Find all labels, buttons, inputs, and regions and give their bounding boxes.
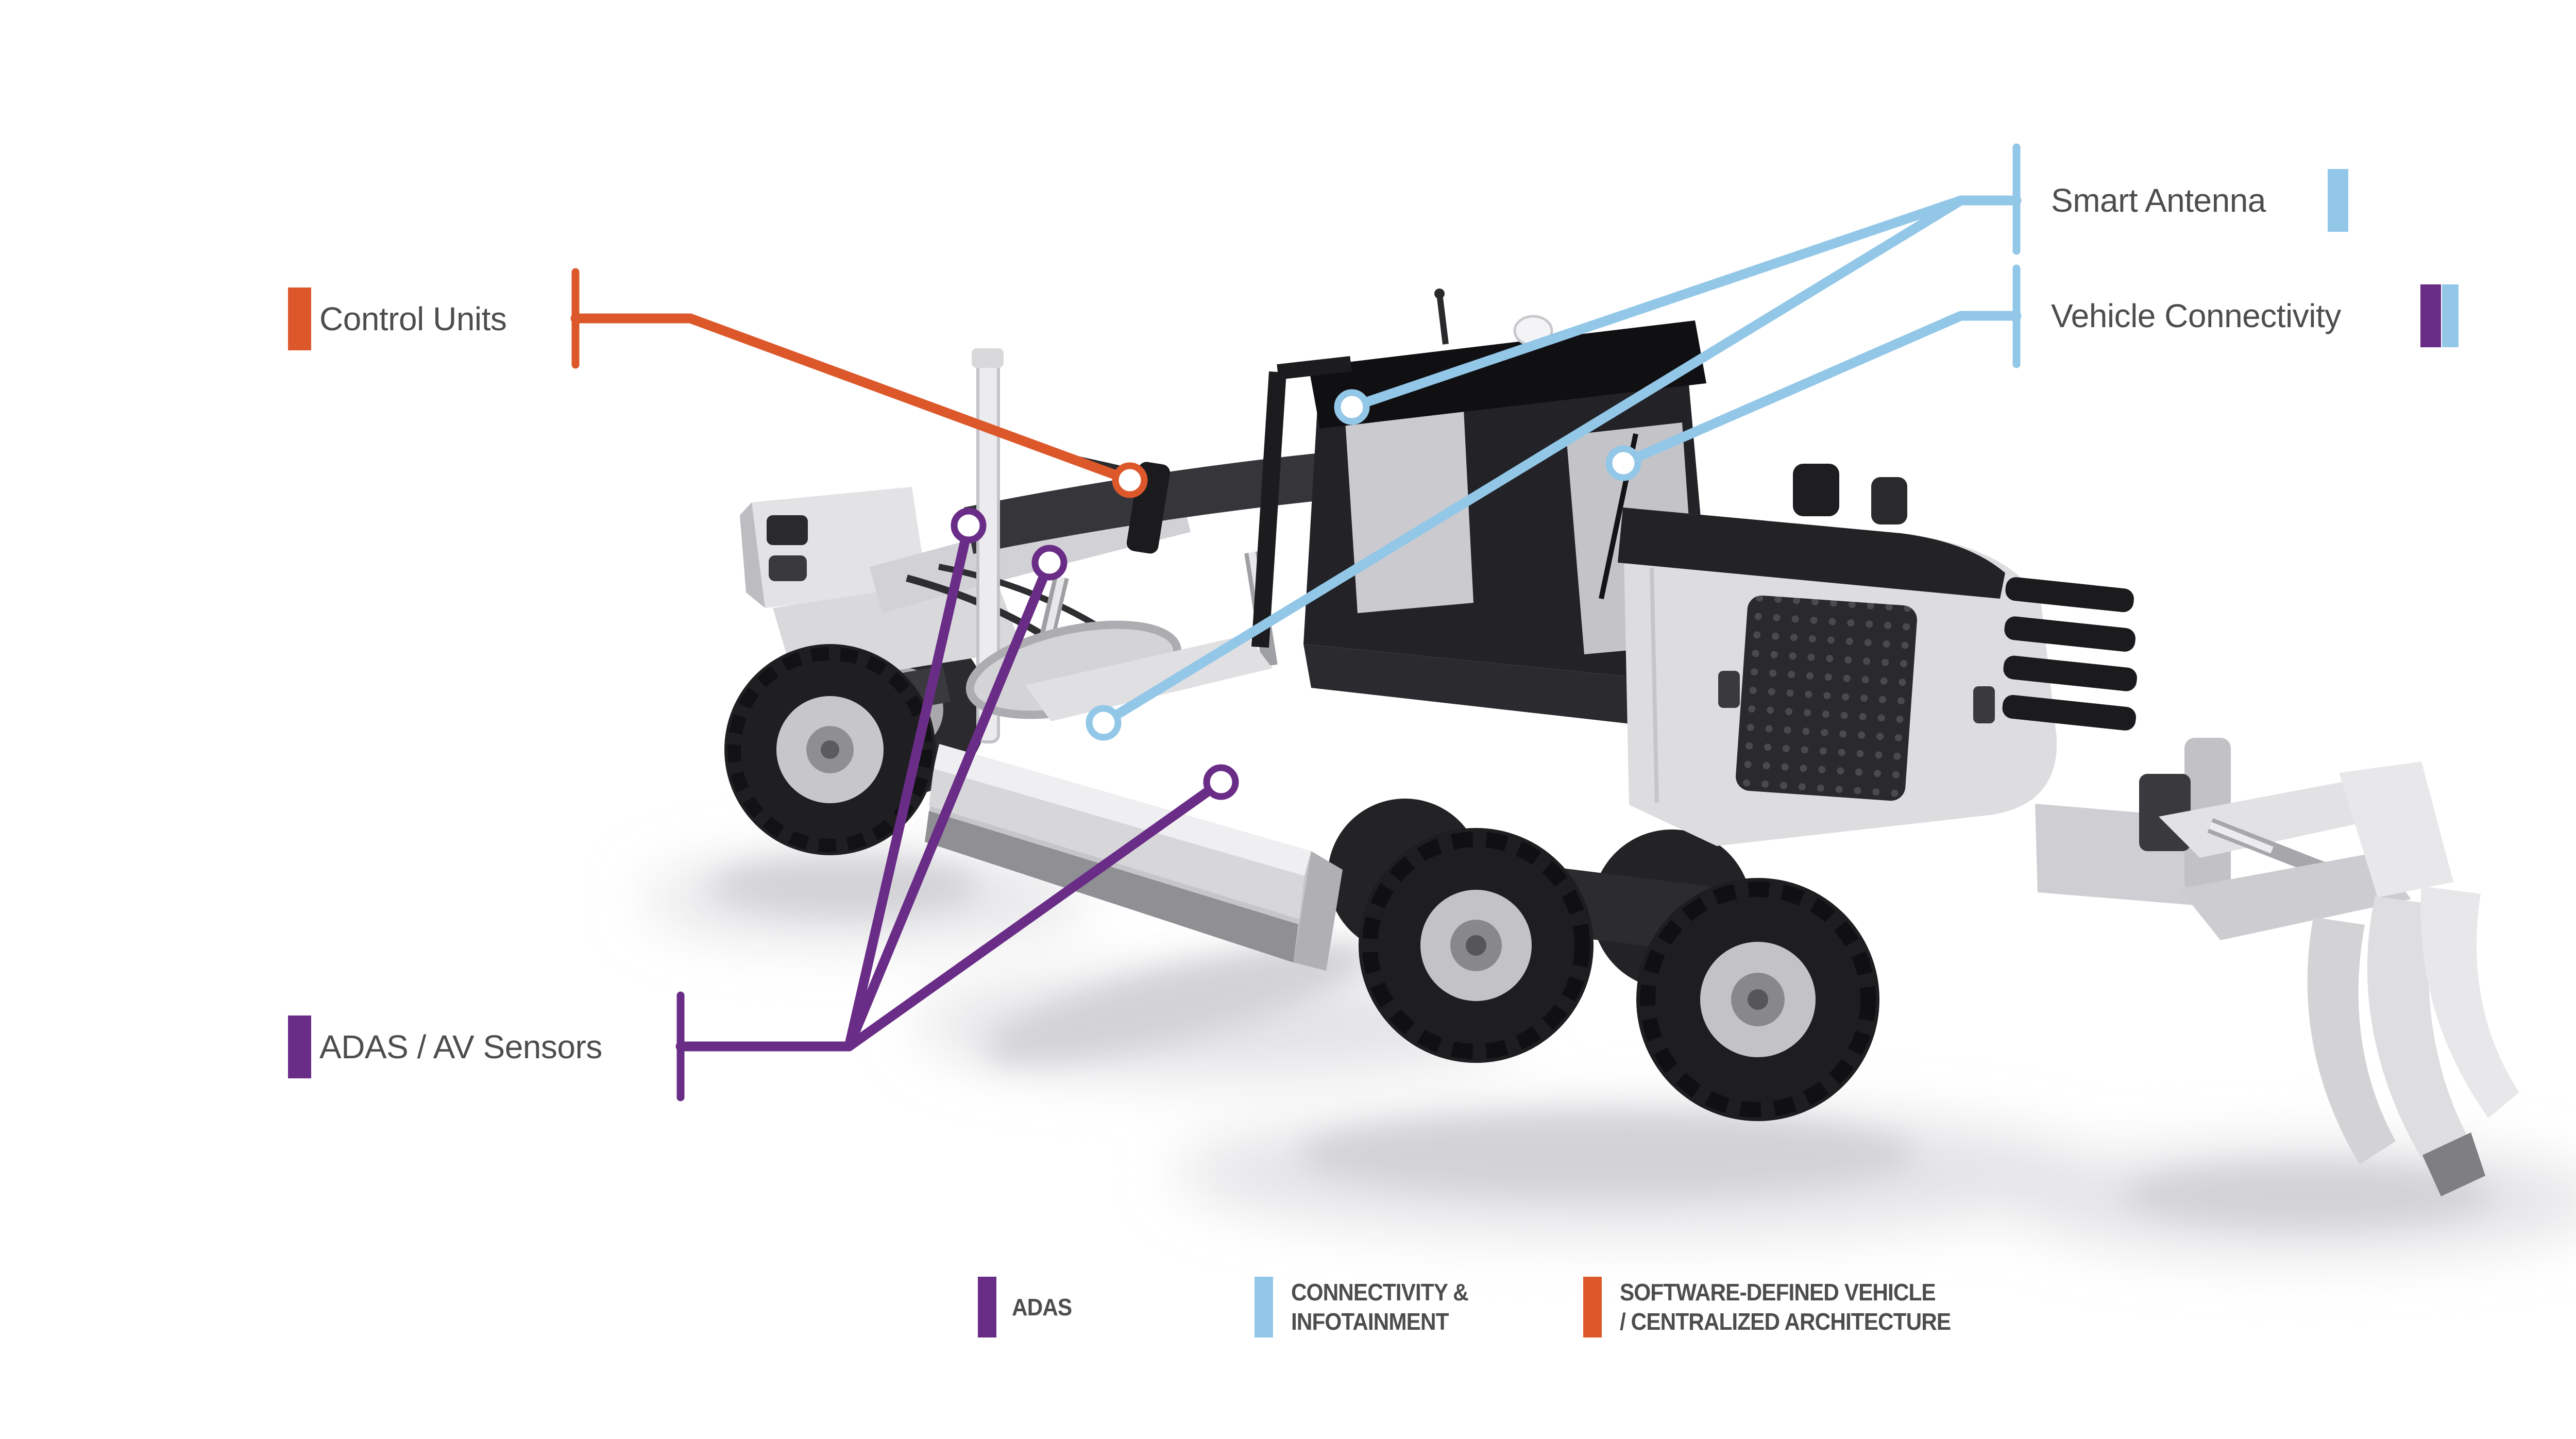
exhaust-cap: [1793, 464, 1839, 516]
legend-swatch-sdv: [1583, 1277, 1602, 1338]
legend-swatch-adas: [978, 1277, 996, 1338]
control-units-marker: [1112, 462, 1148, 498]
adas-sensor-marker-1: [951, 507, 987, 544]
rear-wheel-1: [1359, 828, 1594, 1063]
vent-panel: [1736, 595, 1917, 801]
rear-wheel-2: [1636, 878, 1879, 1121]
blade: [925, 744, 1343, 971]
smart-antenna-color-bar: [2328, 169, 2348, 232]
legend-swatch-connectivity: [1255, 1277, 1273, 1338]
smart-antenna-marker-1: [1334, 389, 1370, 425]
vehicle-connectivity-marker: [1605, 445, 1641, 481]
cab-roof: [1309, 320, 1706, 429]
engine-housing: [1618, 464, 2137, 846]
adas-sensors-callout-line-2: [844, 557, 1055, 1052]
legend-label-connectivity: CONNECTIVITY & INFOTAINMENT: [1291, 1274, 1469, 1341]
ground-shadow-core: [711, 858, 2494, 1226]
adas-sensors-callout-line-3: [844, 777, 1226, 1052]
vehicle-connectivity-color-bar-adas: [2420, 284, 2441, 347]
control-units-color-bar: [288, 287, 311, 350]
legend-label-adas: ADAS: [1012, 1293, 1072, 1321]
smart-antenna-label: Smart Antenna: [2051, 182, 2266, 219]
rear-grille-slats: [2002, 577, 2137, 731]
adas-sensors-callout-line-1: [844, 520, 974, 1052]
vehicle-connectivity-callout-line: [1618, 311, 2022, 468]
legend-label-sdv-line1: SOFTWARE-DEFINED VEHICLE: [1620, 1279, 1936, 1306]
legend-label-connectivity-line1: CONNECTIVITY &: [1291, 1279, 1469, 1306]
callout-markers: [951, 389, 1641, 800]
vehicle-illustration: [644, 289, 2576, 1255]
smart-antenna-marker-2: [1086, 705, 1122, 741]
adas-sensor-marker-2: [1031, 545, 1067, 581]
headlight: [767, 515, 808, 545]
vehicle-connectivity-color-bar-connectivity: [2442, 284, 2459, 347]
control-units-callout-line: [570, 313, 1135, 485]
control-units-label: Control Units: [319, 300, 507, 337]
callout-lines: [570, 143, 2022, 1102]
ripper: [2159, 761, 2519, 1196]
legend-label-connectivity-line2: INFOTAINMENT: [1291, 1308, 1449, 1335]
adas-sensor-marker-3: [1203, 764, 1239, 800]
legend-label-sdv-line2: / CENTRALIZED ARCHITECTURE: [1620, 1308, 1951, 1335]
front-wheel: [724, 644, 936, 855]
smart-antenna-callout-line-1: [1347, 195, 1966, 412]
smart-antenna-callout-line-2: [1098, 195, 1966, 728]
adas-av-sensors-color-bar: [288, 1015, 311, 1078]
vehicle-connectivity-label: Vehicle Connectivity: [2051, 297, 2341, 334]
adas-av-sensors-label: ADAS / AV Sensors: [319, 1028, 602, 1065]
legend-label-sdv: SOFTWARE-DEFINED VEHICLE / CENTRALIZED A…: [1620, 1274, 1951, 1341]
